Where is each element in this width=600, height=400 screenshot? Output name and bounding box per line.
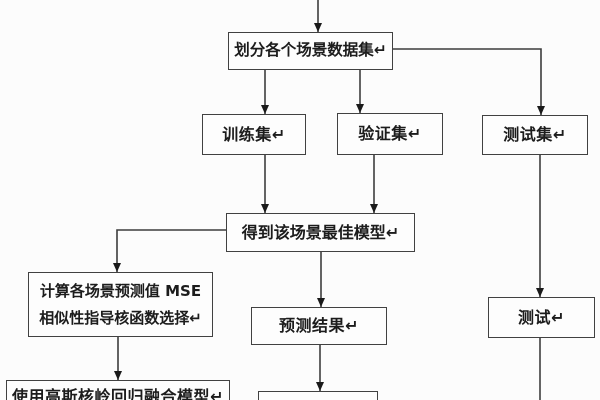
flow-node-label: 训练集↵	[222, 124, 286, 144]
arrowhead-best-to-prediction	[317, 298, 325, 307]
flow-node-training-set: 训练集↵	[202, 114, 306, 155]
flow-node-label: 测试↵	[518, 307, 565, 327]
flow-node-label: 验证集↵	[358, 124, 422, 143]
arrowhead-split-to-validation	[356, 104, 364, 113]
arrowhead-split-to-training	[261, 105, 269, 114]
flow-node-label: 预测结果↵	[279, 316, 359, 335]
edge-split-to-test-set	[393, 48, 542, 115]
arrowhead-prediction-to-bottom	[316, 382, 324, 391]
arrowhead-best-to-mse	[113, 263, 121, 272]
flow-node-test-set: 测试集↵	[482, 115, 588, 155]
flow-node-mse-kernel: 计算各场景预测值 MSE 相似性指导核函数选择↵	[28, 272, 213, 337]
arrowhead-training-to-best	[261, 204, 269, 213]
edge-best-to-mse	[116, 229, 226, 272]
flow-node-bottom-middle	[258, 391, 378, 400]
arrowhead-split-to-test-set	[537, 106, 545, 115]
arrowhead-validation-to-best	[370, 204, 378, 213]
flow-node-fusion-model: 使用高斯核岭回归融合模型↵	[6, 380, 230, 400]
flow-node-validation-set: 验证集↵	[337, 113, 443, 155]
flow-node-prediction-result: 预测结果↵	[251, 307, 387, 345]
arrowhead-test-set-to-test	[536, 288, 544, 297]
flow-node-label: 测试集↵	[503, 125, 567, 144]
flow-node-label: 使用高斯核岭回归融合模型↵	[12, 387, 224, 400]
arrowhead-into-split	[314, 23, 322, 32]
flow-node-test: 测试↵	[488, 297, 595, 338]
flow-node-label: 划分各个场景数据集↵	[234, 41, 387, 60]
arrowhead-mse-to-fusion	[114, 371, 122, 380]
flow-node-label: 计算各场景预测值 MSE 相似性指导核函数选择↵	[39, 282, 202, 327]
flow-node-label: 得到该场景最佳模型↵	[241, 222, 400, 242]
flow-node-split-dataset: 划分各个场景数据集↵	[228, 32, 393, 70]
flow-node-best-model: 得到该场景最佳模型↵	[226, 213, 415, 252]
